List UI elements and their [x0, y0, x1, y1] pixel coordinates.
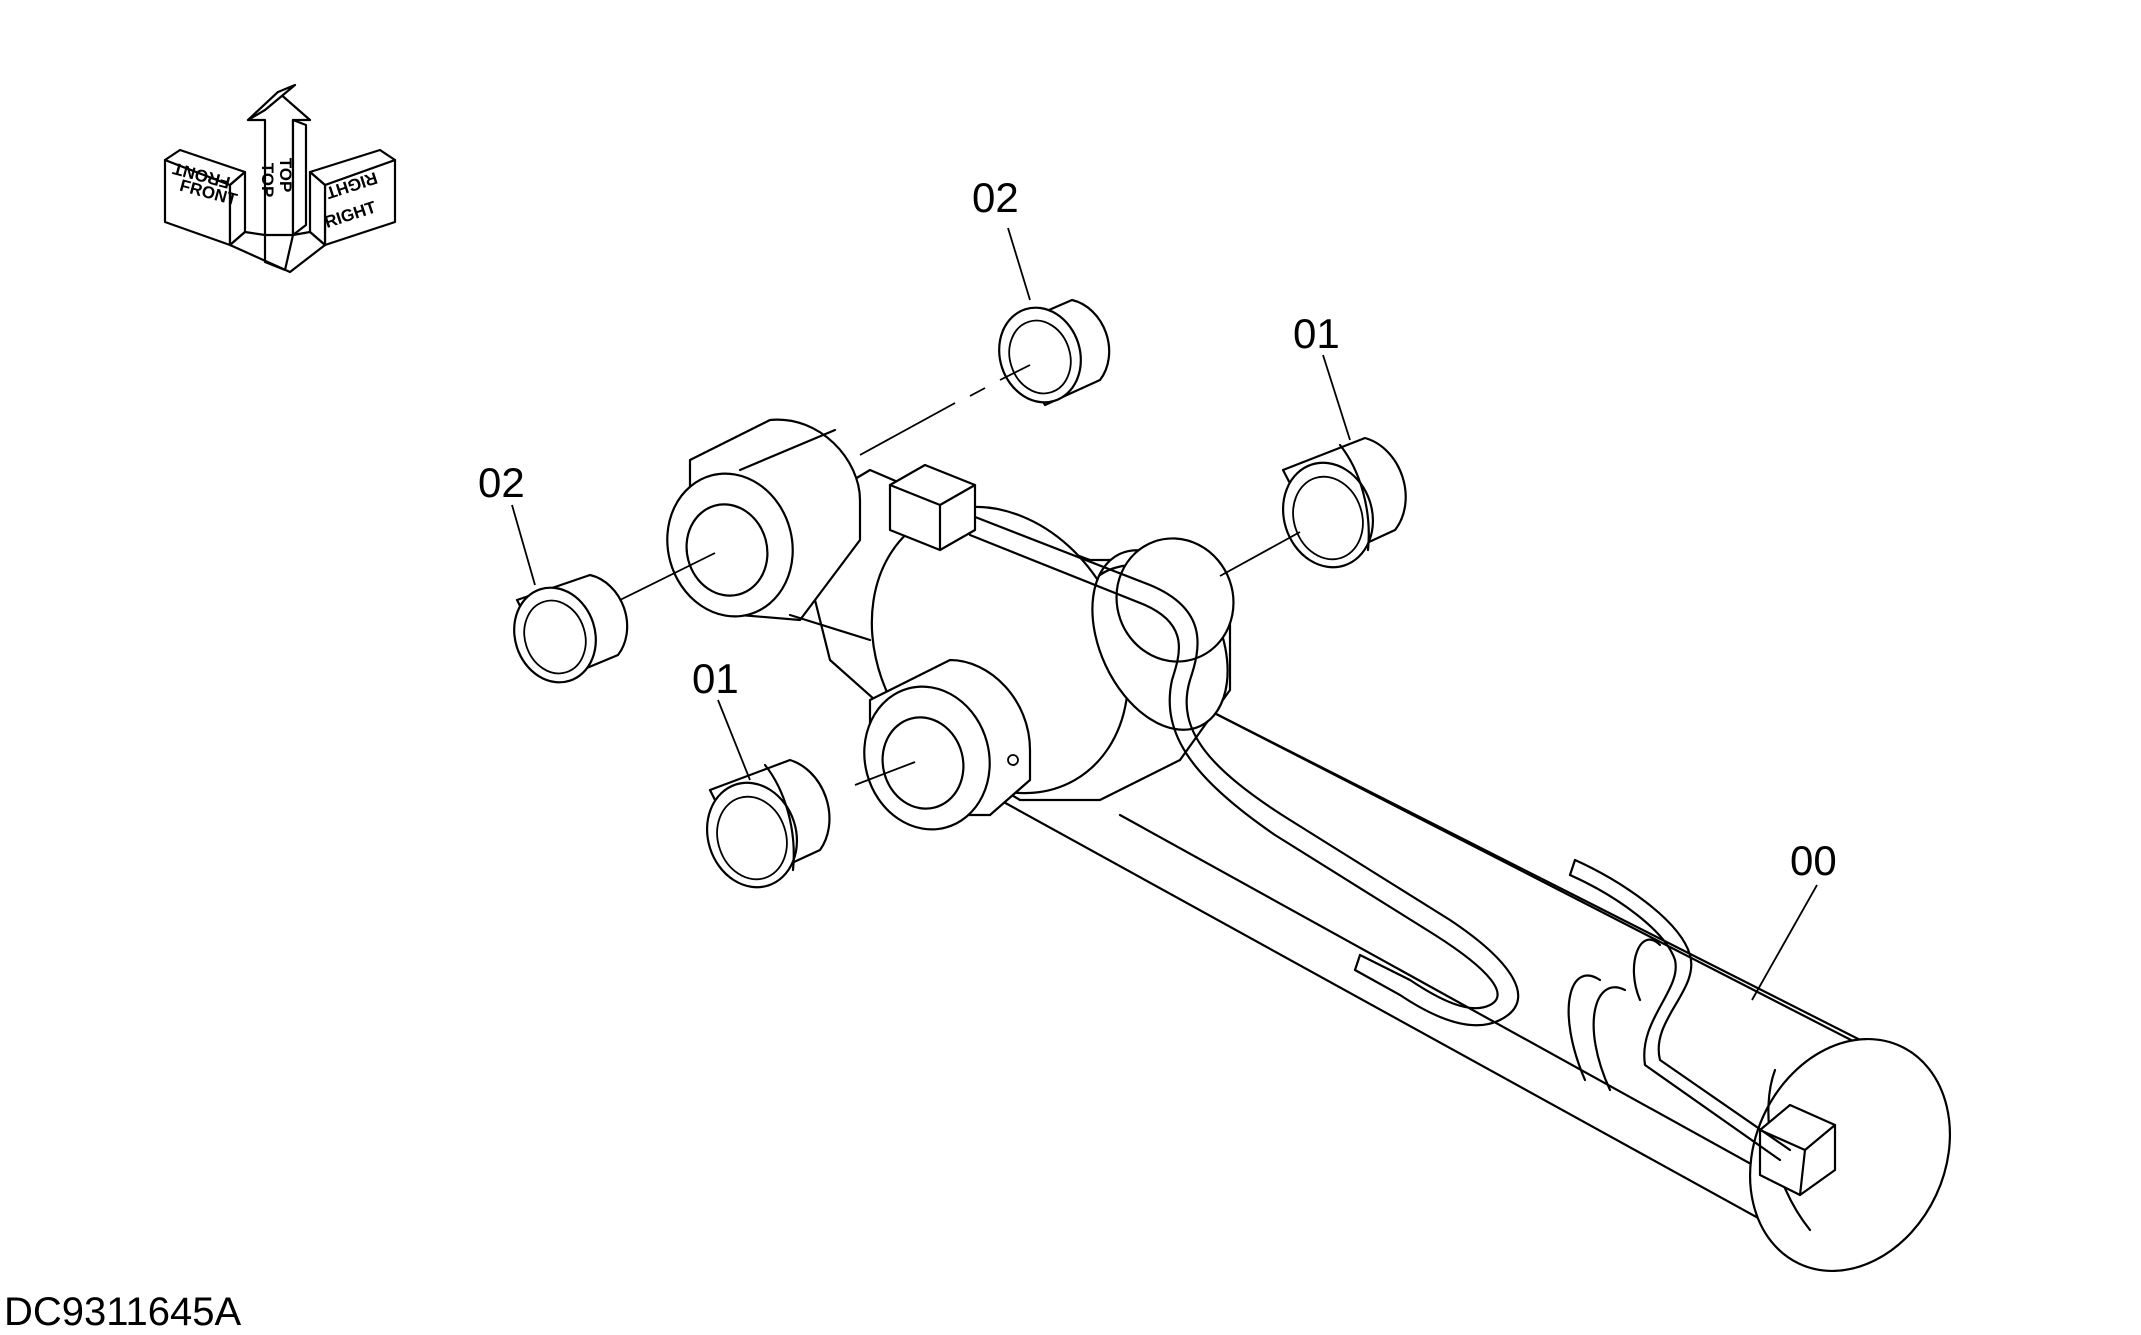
- drawing-id-label: DC9311645A: [4, 1290, 242, 1334]
- callout-02-lower: 02: [478, 459, 525, 506]
- leader-lines: [511, 227, 1818, 1001]
- top-label: TOP: [276, 158, 295, 193]
- orientation-arrows-icon: FRONT FRONT TOP TOP RIGHT RIGHT: [163, 83, 397, 274]
- bushing-02-upper: [998, 298, 1111, 407]
- bushing-01-lower: [705, 758, 831, 889]
- assembly-lines: [619, 364, 1301, 786]
- callout-02-upper: 02: [972, 174, 1019, 221]
- bushing-01-upper: [1281, 436, 1407, 569]
- bushing-02-lower: [513, 573, 629, 684]
- callout-01-upper: 01: [1293, 310, 1340, 357]
- callout-01-lower: 01: [692, 655, 739, 702]
- top-label-mirrored: TOP: [258, 163, 277, 198]
- cylinder-assembly: [666, 418, 1952, 1273]
- callout-00: 00: [1790, 837, 1837, 884]
